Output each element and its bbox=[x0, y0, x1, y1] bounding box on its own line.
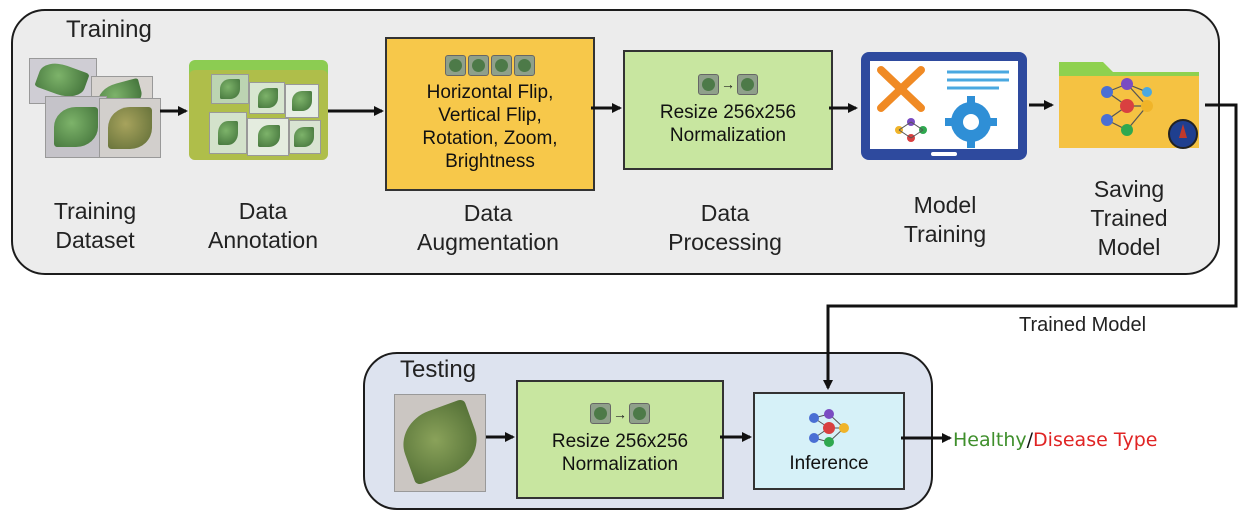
stage-label-saving: Saving Trained Model bbox=[1090, 176, 1168, 260]
stage-label-augmentation: Data Augmentation bbox=[417, 200, 559, 255]
stage-label-annotation: Data Annotation bbox=[208, 198, 318, 253]
augmentation-line-3: Rotation, Zoom, bbox=[422, 128, 558, 149]
augmentation-line-4: Brightness bbox=[445, 151, 535, 172]
output-disease: Disease Type bbox=[1033, 429, 1158, 451]
annotation-folder-icon bbox=[189, 60, 328, 160]
processing-line-2: Normalization bbox=[669, 124, 787, 146]
training-title: Training bbox=[66, 16, 152, 43]
resize-icon: → bbox=[698, 73, 758, 95]
processing-line-1: Resize 256x256 bbox=[659, 101, 797, 123]
augmentation-line-2: Vertical Flip, bbox=[438, 105, 542, 126]
test-processing-line-2: Normalization bbox=[561, 454, 679, 475]
output-label: Healthy/Disease Type bbox=[953, 429, 1157, 451]
inference-label: Inference bbox=[789, 452, 869, 474]
processing-box: → Resize 256x256 Normalization bbox=[623, 50, 833, 170]
trained-model-label: Trained Model bbox=[1019, 314, 1147, 336]
neural-network-icon bbox=[809, 408, 849, 447]
augmentation-line-1: Horizontal Flip, bbox=[426, 82, 554, 103]
test-processing-line-1: Resize 256x256 bbox=[551, 431, 689, 452]
test-processing-box: → Resize 256x256 Normalization bbox=[516, 380, 724, 499]
stage-label-dataset: Training Dataset bbox=[53, 198, 137, 253]
test-leaf-photo bbox=[394, 394, 486, 492]
augmentation-box: Horizontal Flip, Vertical Flip, Rotation… bbox=[385, 37, 595, 191]
inference-box: Inference bbox=[753, 392, 905, 490]
output-healthy: Healthy bbox=[953, 429, 1027, 451]
stage-label-model-training: Model Training bbox=[903, 192, 987, 247]
training-dataset-image bbox=[25, 58, 161, 160]
monitor-tools-icon bbox=[861, 52, 1027, 160]
stage-label-processing: Data Processing bbox=[668, 200, 782, 255]
output-separator: / bbox=[1026, 429, 1034, 451]
folder-icon bbox=[1059, 62, 1199, 149]
augmented-thumbnails-icon bbox=[445, 55, 535, 76]
testing-title: Testing bbox=[400, 356, 477, 383]
test-resize-icon: → bbox=[590, 403, 650, 424]
